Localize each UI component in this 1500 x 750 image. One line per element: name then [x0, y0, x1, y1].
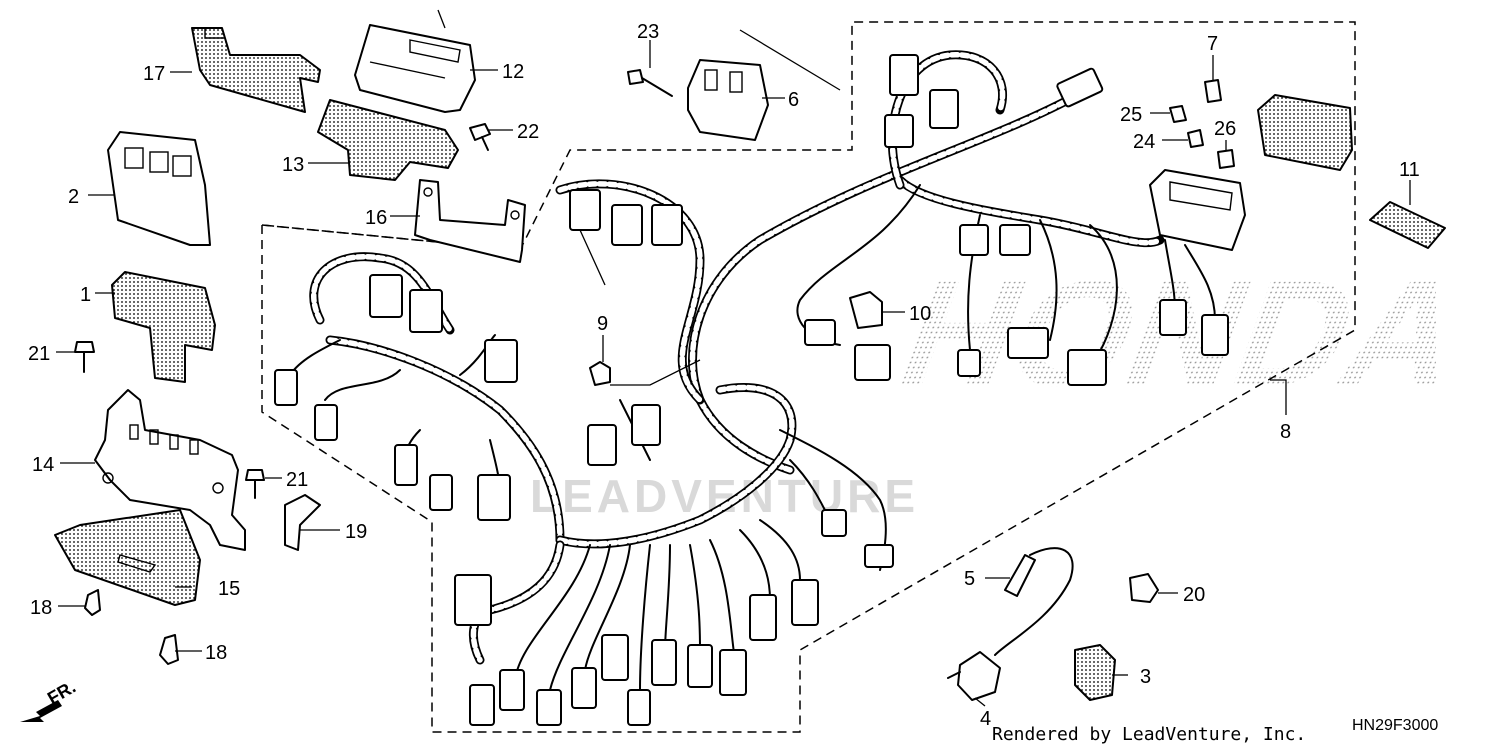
callout-25: 25: [1120, 104, 1142, 126]
callout-2: 2: [68, 186, 79, 208]
callout-20: 20: [1183, 584, 1205, 606]
callout-21-right: 21: [286, 469, 308, 491]
part-16-stay[interactable]: [414, 179, 526, 263]
part-21-bolt-left[interactable]: [74, 341, 95, 373]
callout-12: 12: [502, 61, 524, 83]
part-3-grommet[interactable]: [1074, 644, 1116, 701]
part-6-regulator[interactable]: [687, 59, 769, 141]
callout-11: 11: [1399, 159, 1420, 181]
callout-4: 4: [980, 708, 991, 730]
part-5-sensor[interactable]: [994, 547, 1074, 656]
part-24-fuse[interactable]: [1187, 129, 1204, 148]
callout-14: 14: [32, 454, 54, 476]
diagram-code: HN29F3000: [1352, 717, 1438, 734]
part-10-relay[interactable]: [849, 291, 883, 329]
callout-19: 19: [345, 521, 367, 543]
part-11-label[interactable]: [1369, 201, 1446, 249]
part-17-cover[interactable]: [191, 27, 321, 113]
part-23-bolt[interactable]: [627, 69, 673, 97]
callout-5: 5: [964, 568, 975, 590]
part-20-clip[interactable]: [1129, 573, 1159, 603]
part-14-bracket[interactable]: [94, 389, 246, 551]
callout-24: 24: [1133, 131, 1155, 153]
connector-group: [274, 54, 1229, 726]
part-13-module[interactable]: [317, 99, 459, 181]
part-7-fuse[interactable]: [1204, 79, 1222, 103]
fuse-box[interactable]: [1149, 169, 1246, 251]
part-15-lower-cover[interactable]: [54, 509, 201, 606]
part-1-connector-cover[interactable]: [111, 271, 216, 383]
callout-10: 10: [909, 303, 931, 325]
part-12-ecu[interactable]: [354, 24, 476, 113]
leader-lines: [56, 9, 1411, 707]
part-19-clamp[interactable]: [284, 494, 321, 551]
part-8-main-wire-harness[interactable]: [289, 50, 1216, 691]
callout-7: 7: [1207, 33, 1218, 55]
callout-23: 23: [637, 21, 659, 43]
front-marker-label: FR.: [44, 677, 79, 709]
callout-15: 15: [218, 578, 240, 600]
vendor-watermark: LEADVENTURE: [530, 470, 919, 522]
callout-13: 13: [282, 154, 304, 176]
callout-16: 16: [365, 207, 387, 229]
part-9-small-relay[interactable]: [589, 361, 611, 386]
callout-18-upper: 18: [30, 597, 52, 619]
fuse-box-cover[interactable]: [1257, 94, 1353, 171]
callout-6: 6: [788, 89, 799, 111]
sub-harness-frame: [261, 21, 1356, 733]
part-26-fuse[interactable]: [1217, 149, 1235, 169]
part-18-clip-upper[interactable]: [84, 589, 101, 616]
footer-credit: Rendered by LeadVenture, Inc.: [992, 724, 1306, 745]
part-22-bolt[interactable]: [469, 123, 491, 151]
callout-26: 26: [1214, 118, 1236, 140]
callout-21-left: 21: [28, 343, 50, 365]
front-direction-arrow-icon: [20, 700, 62, 722]
part-18-clip-lower[interactable]: [159, 634, 179, 665]
part-2-relay-box[interactable]: [107, 131, 211, 246]
callout-17: 17: [143, 63, 165, 85]
callout-8: 8: [1280, 421, 1291, 443]
part-21-bolt-right[interactable]: [245, 469, 265, 499]
callout-22: 22: [517, 121, 539, 143]
callout-18-lower: 18: [205, 642, 227, 664]
callout-3: 3: [1140, 666, 1151, 688]
part-25-fuse[interactable]: [1169, 105, 1187, 123]
callout-1: 1: [80, 284, 91, 306]
callout-9: 9: [597, 313, 608, 335]
part-4-switch[interactable]: [947, 651, 1001, 701]
